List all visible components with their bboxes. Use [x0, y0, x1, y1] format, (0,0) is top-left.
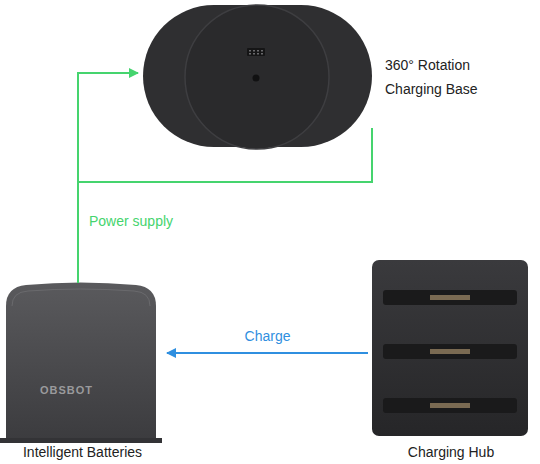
node-caption: 360° Rotation Charging Base	[385, 53, 505, 101]
charging-base-picture	[143, 5, 372, 149]
flow-arrow	[78, 73, 138, 283]
product-node: Charging Hub	[368, 258, 536, 464]
flow-arrow	[167, 352, 368, 354]
brand-label: OBSBOT	[40, 384, 93, 396]
node-caption: Intelligent Batteries	[0, 440, 165, 464]
edge-label: Power supply	[86, 212, 176, 230]
node-caption: Charging Hub	[368, 440, 534, 464]
product-node: Intelligent Batteries	[0, 283, 167, 464]
edge-label: Charge	[242, 327, 294, 345]
product-node: 360° Rotation Charging Base	[138, 3, 534, 151]
battery-picture	[0, 283, 162, 444]
charging-hub-picture	[372, 260, 528, 436]
